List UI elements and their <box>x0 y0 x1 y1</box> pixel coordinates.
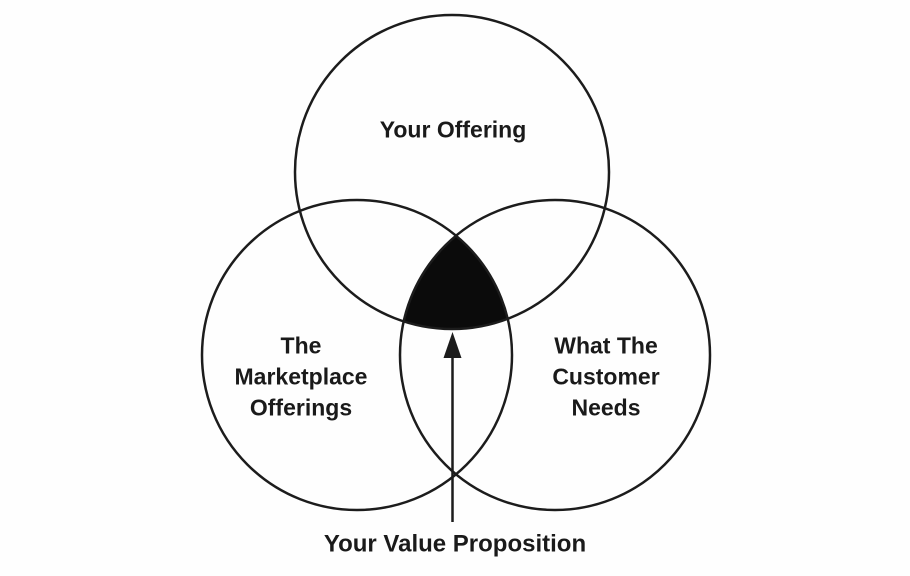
value-proposition-arrowhead-icon <box>443 332 462 358</box>
label-marketplace-offerings: The Marketplace Offerings <box>234 332 368 421</box>
label-value-proposition: Your Value Proposition <box>323 530 587 558</box>
triple-intersection-fill <box>400 200 512 329</box>
triple-intersection-group <box>400 200 512 329</box>
circle-your-offering <box>293 13 611 331</box>
label-customer-needs: What The Customer Needs <box>552 332 660 421</box>
circle-marketplace-offerings <box>200 198 514 512</box>
label-your-offering: Your Offering <box>379 116 527 143</box>
circle-customer-needs <box>398 198 712 512</box>
